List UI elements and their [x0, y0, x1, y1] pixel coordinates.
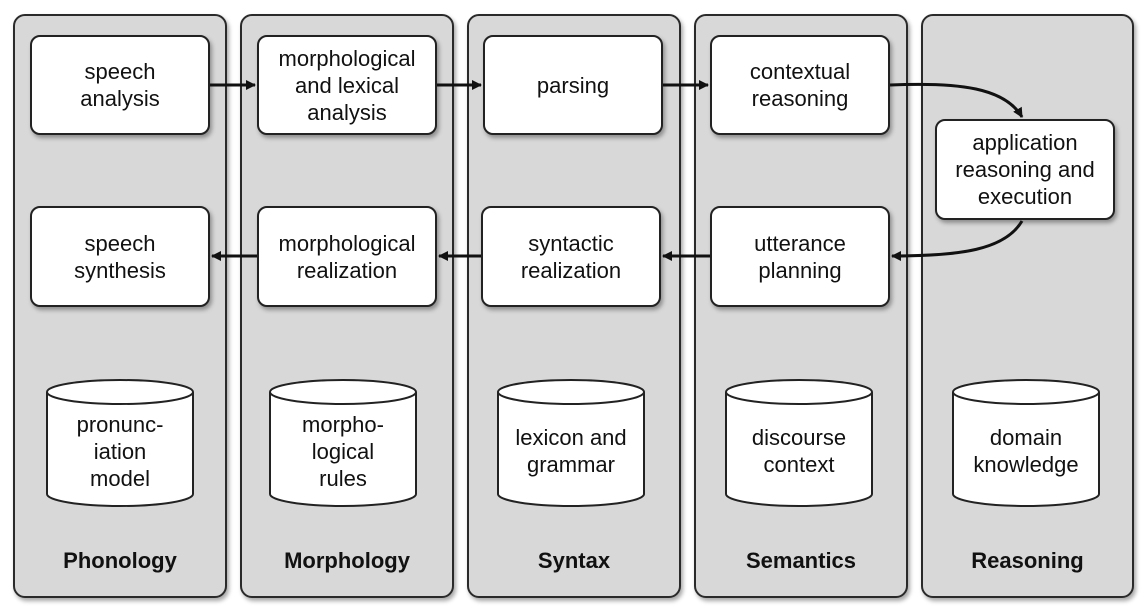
box-application-reasoning: application reasoning and execution	[935, 119, 1115, 220]
cylinder-shape	[46, 379, 194, 507]
store-label: domain knowledge	[973, 425, 1079, 477]
column-label-semantics: Semantics	[745, 548, 857, 573]
cylinder-shape	[725, 379, 873, 507]
column-label-syntax: Syntax	[537, 548, 611, 573]
box-parsing: parsing	[483, 35, 663, 135]
box-speech-synthesis: speech synthesis	[30, 206, 210, 307]
store-morphological-rules: morpho- logical rules	[268, 378, 418, 508]
store-label: morpho- logical rules	[302, 411, 384, 491]
store-discourse-context: discourse context	[724, 378, 874, 508]
cylinder-shape	[952, 379, 1100, 507]
column-label-morphology: Morphology	[284, 548, 410, 573]
box-morphological-lexical-analysis: morphological and lexical analysis	[257, 35, 437, 135]
box-contextual-reasoning: contextual reasoning	[710, 35, 890, 135]
store-label: lexicon and grammar	[515, 425, 627, 477]
column-label-phonology: Phonology	[63, 548, 177, 573]
box-syntactic-realization: syntactic realization	[481, 206, 661, 307]
box-morphological-realization: morphological realization	[257, 206, 437, 307]
box-utterance-planning: utterance planning	[710, 206, 890, 307]
store-lexicon-grammar: lexicon and grammar	[496, 378, 646, 508]
store-pronunciation-model: pronunc- iation model	[45, 378, 195, 508]
store-label: pronunc- iation model	[76, 411, 164, 491]
column-reasoning: Reasoning	[921, 14, 1134, 598]
cylinder-shape	[269, 379, 417, 507]
cylinder-shape	[497, 379, 645, 507]
store-domain-knowledge: domain knowledge	[951, 378, 1101, 508]
box-speech-analysis: speech analysis	[30, 35, 210, 135]
store-label: discourse context	[751, 425, 847, 477]
column-label-reasoning: Reasoning	[971, 548, 1084, 573]
